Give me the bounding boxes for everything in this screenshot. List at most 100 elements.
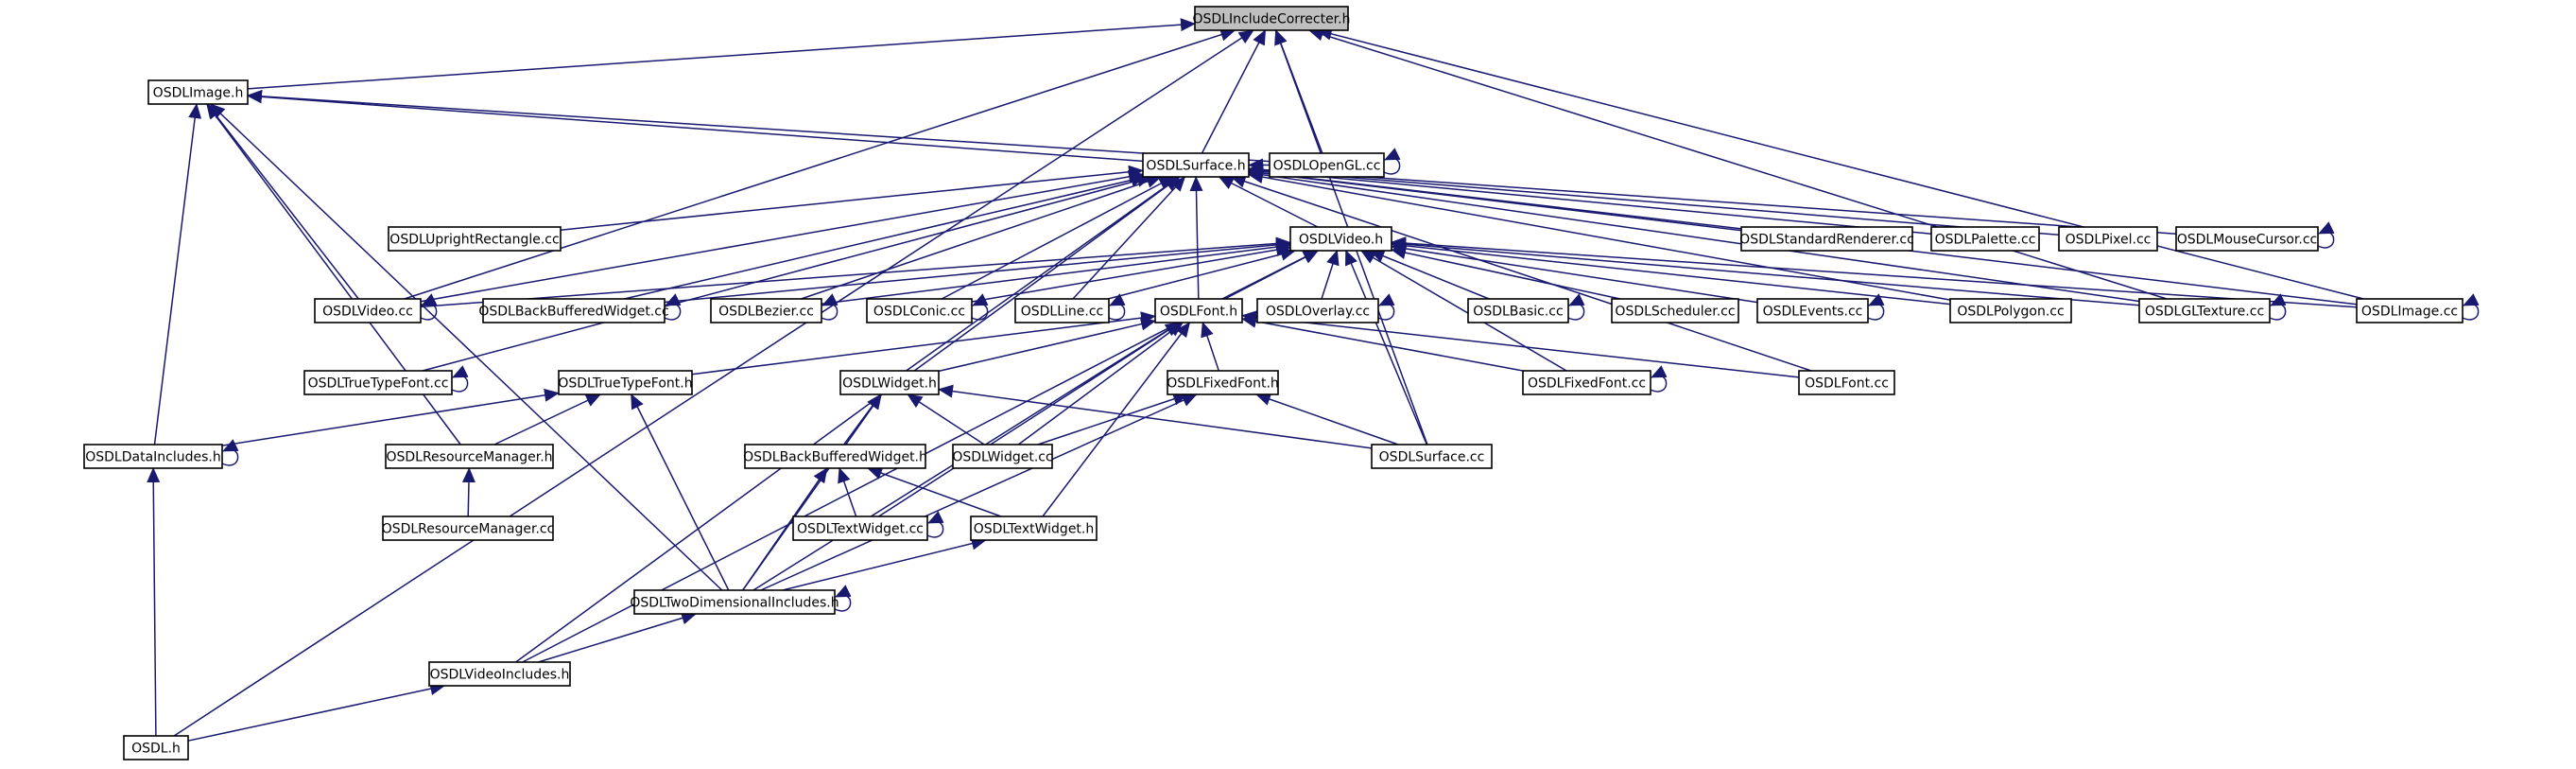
node-box-bez[interactable]: [710, 298, 822, 323]
node-box-tw[interactable]: [970, 516, 1098, 541]
node-box-stdr[interactable]: [1740, 226, 1913, 252]
node-box-inc[interactable]: [1194, 6, 1349, 31]
node-box-surf[interactable]: [1142, 152, 1250, 178]
node-fontcc[interactable]: OSDLFont.cc: [1798, 370, 1895, 395]
node-box-rmgrcc[interactable]: [382, 516, 554, 541]
node-box-imgcc[interactable]: [2356, 298, 2464, 323]
node-box-bbw[interactable]: [744, 444, 926, 469]
node-label-ovl: OSDLOverlay.cc: [1266, 305, 1370, 320]
node-vid[interactable]: OSDLVideo.h: [1289, 226, 1392, 252]
node-label-rmgrcc: OSDLResourceManager.cc: [382, 522, 555, 537]
node-box-ogl[interactable]: [1269, 152, 1385, 178]
node-box-img[interactable]: [147, 79, 249, 105]
node-box-urect[interactable]: [388, 226, 562, 252]
node-surfcc[interactable]: OSDLSurface.cc: [1371, 444, 1493, 469]
edge-tw-to-bbw: [867, 466, 1002, 517]
node-box-sched[interactable]: [1611, 298, 1739, 323]
edge-con-to-vid: [971, 243, 1291, 303]
node-box-osdl[interactable]: [123, 735, 189, 760]
node-bbwcc[interactable]: OSDLBackBufferedWidget.cc: [478, 298, 669, 323]
node-label-fixcc: OSDLFixedFont.cc: [1528, 376, 1646, 392]
node-box-poly[interactable]: [1949, 298, 2072, 323]
node-rmgrcc[interactable]: OSDLResourceManager.cc: [382, 516, 555, 541]
node-rmgr[interactable]: OSDLResourceManager.h: [385, 444, 554, 469]
node-box-fixcc[interactable]: [1522, 370, 1651, 395]
edge-tw-to-font: [1042, 322, 1191, 517]
node-vinc[interactable]: OSDLVideoIncludes.h: [428, 661, 571, 687]
node-box-tdi[interactable]: [633, 589, 836, 615]
node-box-vidcc[interactable]: [314, 298, 422, 323]
node-fixcc[interactable]: OSDLFixedFont.cc: [1522, 370, 1651, 395]
node-label-imgcc: OSDLImage.cc: [2361, 305, 2458, 320]
node-bbw[interactable]: OSDLBackBufferedWidget.h: [743, 444, 927, 469]
node-ogl[interactable]: OSDLOpenGL.cc: [1269, 152, 1385, 178]
node-surf[interactable]: OSDLSurface.h: [1142, 152, 1250, 178]
node-label-line: OSDLLine.cc: [1021, 305, 1104, 320]
node-pal[interactable]: OSDLPalette.cc: [1930, 226, 2040, 252]
node-box-ovl[interactable]: [1256, 298, 1379, 323]
node-box-fix[interactable]: [1167, 370, 1279, 395]
node-imgcc[interactable]: OSDLImage.cc: [2356, 298, 2464, 323]
edge-vidcc-to-surf: [420, 170, 1144, 303]
node-box-wid[interactable]: [839, 370, 940, 395]
node-box-ttf[interactable]: [558, 370, 693, 395]
node-box-font[interactable]: [1154, 298, 1243, 323]
node-line[interactable]: OSDLLine.cc: [1014, 298, 1110, 323]
node-box-ttfcc[interactable]: [303, 370, 453, 395]
node-vidcc[interactable]: OSDLVideo.cc: [314, 298, 422, 323]
node-font[interactable]: OSDLFont.h: [1154, 298, 1243, 323]
node-sched[interactable]: OSDLScheduler.cc: [1611, 298, 1739, 323]
self-loop-con: [971, 293, 989, 321]
node-box-vinc[interactable]: [428, 661, 571, 687]
edge-imgcc-to-vid: [1391, 236, 2358, 308]
node-box-gltex[interactable]: [2138, 298, 2271, 323]
node-fix[interactable]: OSDLFixedFont.h: [1167, 370, 1279, 395]
node-label-twcc: OSDLTextWidget.cc: [797, 522, 924, 537]
self-loop-basic: [1567, 293, 1585, 321]
edge-ovl-to-vid: [1321, 250, 1340, 300]
node-box-line[interactable]: [1014, 298, 1110, 323]
node-box-widcc[interactable]: [952, 444, 1053, 469]
node-box-surfcc[interactable]: [1371, 444, 1493, 469]
node-ttf[interactable]: OSDLTrueTypeFont.h: [558, 370, 693, 395]
node-tw[interactable]: OSDLTextWidget.h: [970, 516, 1098, 541]
node-widcc[interactable]: OSDLWidget.cc: [952, 444, 1053, 469]
node-ovl[interactable]: OSDLOverlay.cc: [1256, 298, 1379, 323]
node-box-evt[interactable]: [1756, 298, 1869, 323]
node-box-pix[interactable]: [2058, 226, 2158, 252]
node-box-rmgr[interactable]: [385, 444, 554, 469]
node-box-twcc[interactable]: [792, 516, 928, 541]
edges-layer: [147, 18, 2480, 742]
node-box-pal[interactable]: [1930, 226, 2040, 252]
node-bez[interactable]: OSDLBezier.cc: [710, 298, 822, 323]
node-box-mcur[interactable]: [2175, 226, 2319, 252]
edge-osdl-to-dinc: [147, 467, 161, 737]
edge-vinc-to-tdi: [538, 611, 698, 663]
edge-vidcc-to-inc: [404, 27, 1236, 300]
node-urect[interactable]: OSDLUprightRectangle.cc: [388, 226, 562, 252]
node-pix[interactable]: OSDLPixel.cc: [2058, 226, 2158, 252]
node-img[interactable]: OSDLImage.h: [147, 79, 249, 105]
node-box-bbwcc[interactable]: [482, 298, 666, 323]
node-tdi[interactable]: OSDLTwoDimensionalIncludes.h: [630, 589, 839, 615]
node-basic[interactable]: OSDLBasic.cc: [1467, 298, 1569, 323]
node-box-vid[interactable]: [1289, 226, 1392, 252]
node-mcur[interactable]: OSDLMouseCursor.cc: [2175, 226, 2319, 252]
node-box-con[interactable]: [866, 298, 973, 323]
node-stdr[interactable]: OSDLStandardRenderer.cc: [1739, 226, 1914, 252]
node-inc[interactable]: OSDLIncludeCorrecter.h: [1193, 6, 1351, 31]
node-box-dinc[interactable]: [83, 444, 223, 469]
node-osdl[interactable]: OSDL.h: [123, 735, 189, 760]
node-poly[interactable]: OSDLPolygon.cc: [1949, 298, 2072, 323]
edge-wid-to-surf: [906, 176, 1181, 372]
node-evt[interactable]: OSDLEvents.cc: [1756, 298, 1869, 323]
node-box-fontcc[interactable]: [1798, 370, 1895, 395]
node-wid[interactable]: OSDLWidget.h: [839, 370, 940, 395]
node-ttfcc[interactable]: OSDLTrueTypeFont.cc: [303, 370, 453, 395]
node-box-basic[interactable]: [1467, 298, 1569, 323]
node-label-osdl: OSDL.h: [131, 742, 181, 757]
node-con[interactable]: OSDLConic.cc: [866, 298, 973, 323]
node-twcc[interactable]: OSDLTextWidget.cc: [792, 516, 928, 541]
node-gltex[interactable]: OSDLGLTexture.cc: [2138, 298, 2271, 323]
node-dinc[interactable]: OSDLDataIncludes.h: [83, 444, 223, 469]
